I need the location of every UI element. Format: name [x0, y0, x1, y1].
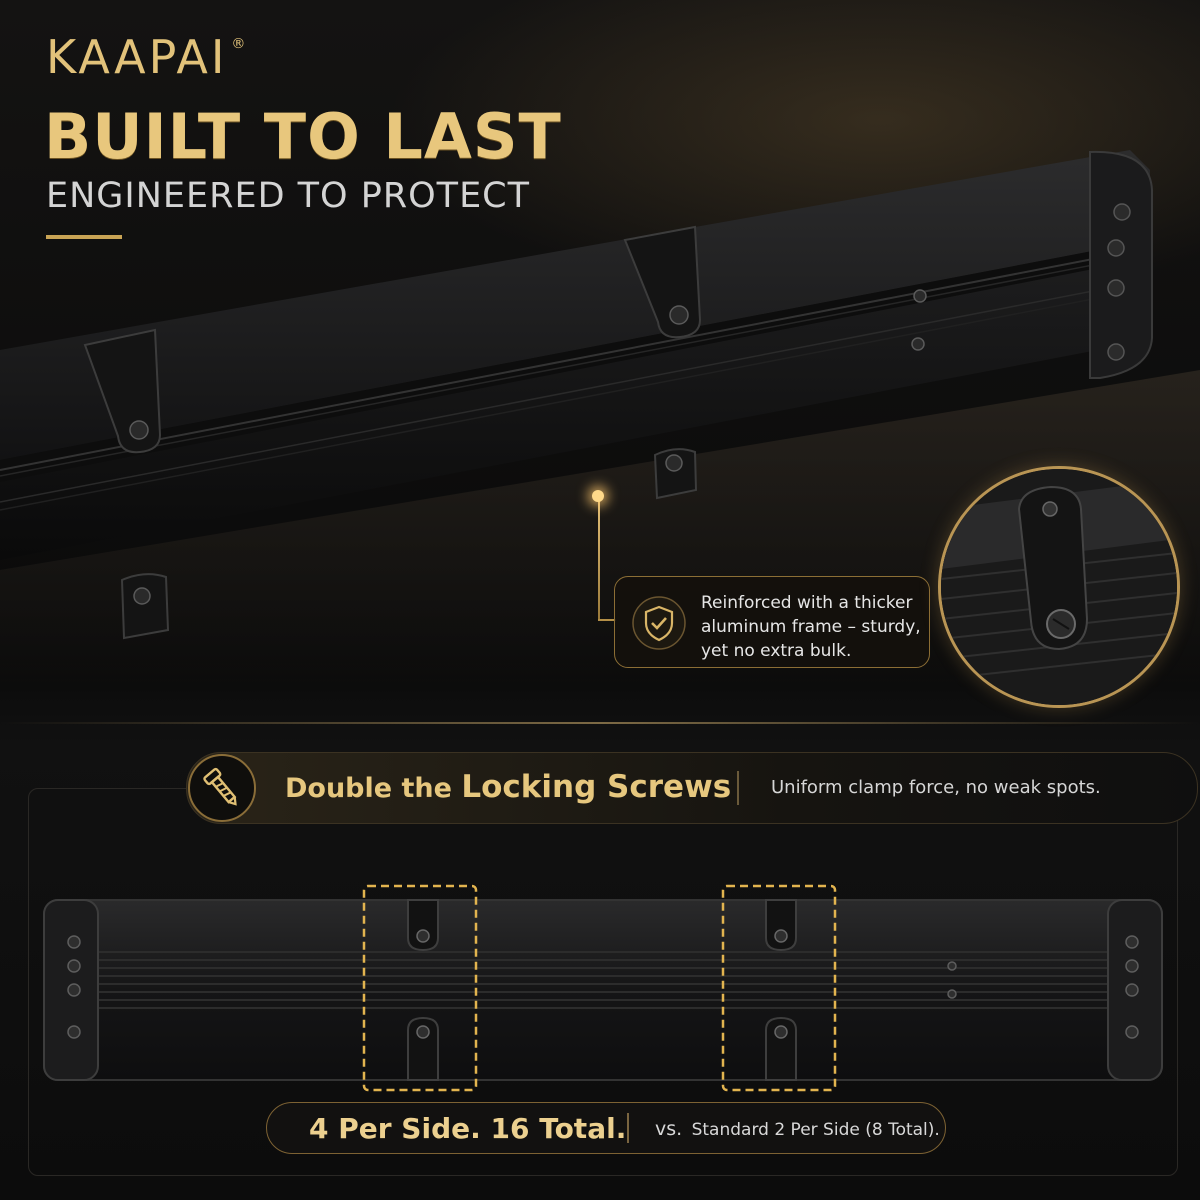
callout-pointer-dot: [592, 490, 604, 502]
callout-text: Reinforced with a thicker aluminum frame…: [701, 593, 921, 661]
clamp-closeup-image: [938, 466, 1180, 708]
case-front-image: [43, 884, 1163, 1092]
footer-separator: [627, 1113, 629, 1143]
accent-line: [46, 235, 122, 239]
screw-count-text: 4 Per Side. 16 Total.: [309, 1112, 627, 1145]
callout-pointer-line: [598, 496, 600, 620]
brand-logo: KAAPAI®: [46, 30, 249, 84]
subheadline: ENGINEERED TO PROTECT: [46, 176, 530, 216]
highlight-box-left: [362, 884, 478, 1092]
locking-screws-banner: Double the Locking Screws Uniform clamp …: [186, 752, 1198, 824]
callout-pointer-connector: [598, 619, 616, 621]
banner-separator: [737, 771, 739, 805]
screw-count-pill: 4 Per Side. 16 Total. vs. Standard 2 Per…: [266, 1102, 946, 1154]
shield-check-icon: [632, 596, 686, 650]
banner-title: Double the Locking Screws: [285, 769, 732, 805]
frame-callout: Reinforced with a thicker aluminum frame…: [614, 576, 930, 668]
comparison-text: vs. Standard 2 Per Side (8 Total).: [655, 1118, 940, 1140]
banner-note: Uniform clamp force, no weak spots.: [771, 777, 1101, 798]
clamp-closeup-drawing: [941, 469, 1177, 705]
screw-icon: [188, 754, 256, 822]
section-divider: [0, 722, 1200, 724]
headline: BUILT TO LAST: [44, 100, 562, 173]
highlight-box-right: [721, 884, 837, 1092]
